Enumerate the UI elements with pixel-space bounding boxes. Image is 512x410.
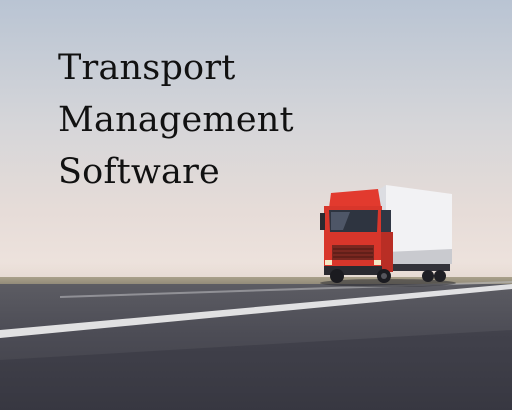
front-bumper bbox=[324, 266, 382, 275]
trailer-wheel bbox=[434, 270, 446, 282]
trailer-body bbox=[386, 185, 452, 266]
trailer-wheel bbox=[422, 270, 434, 282]
headline-line-3: Software bbox=[58, 152, 220, 192]
lane-line bbox=[0, 284, 512, 338]
headlight-left bbox=[325, 260, 332, 265]
windshield-reflection bbox=[331, 212, 350, 230]
cab-wheel bbox=[330, 269, 344, 283]
cab-door-window bbox=[381, 210, 391, 232]
cab-side bbox=[381, 232, 393, 272]
road-shadow bbox=[0, 330, 512, 410]
cab-roof-fairing bbox=[329, 189, 381, 208]
headline-line-2: Management bbox=[58, 100, 294, 140]
truck-shadow bbox=[320, 279, 456, 287]
headline-line-1: Transport bbox=[58, 48, 236, 88]
headlight-right bbox=[374, 260, 381, 265]
side-mirror bbox=[320, 213, 325, 230]
trailer-chassis bbox=[392, 264, 450, 271]
trailer-shade bbox=[386, 249, 452, 266]
road-surface bbox=[0, 284, 512, 410]
headline: Transport Management Software bbox=[58, 42, 294, 198]
roadside-ground bbox=[0, 277, 512, 286]
